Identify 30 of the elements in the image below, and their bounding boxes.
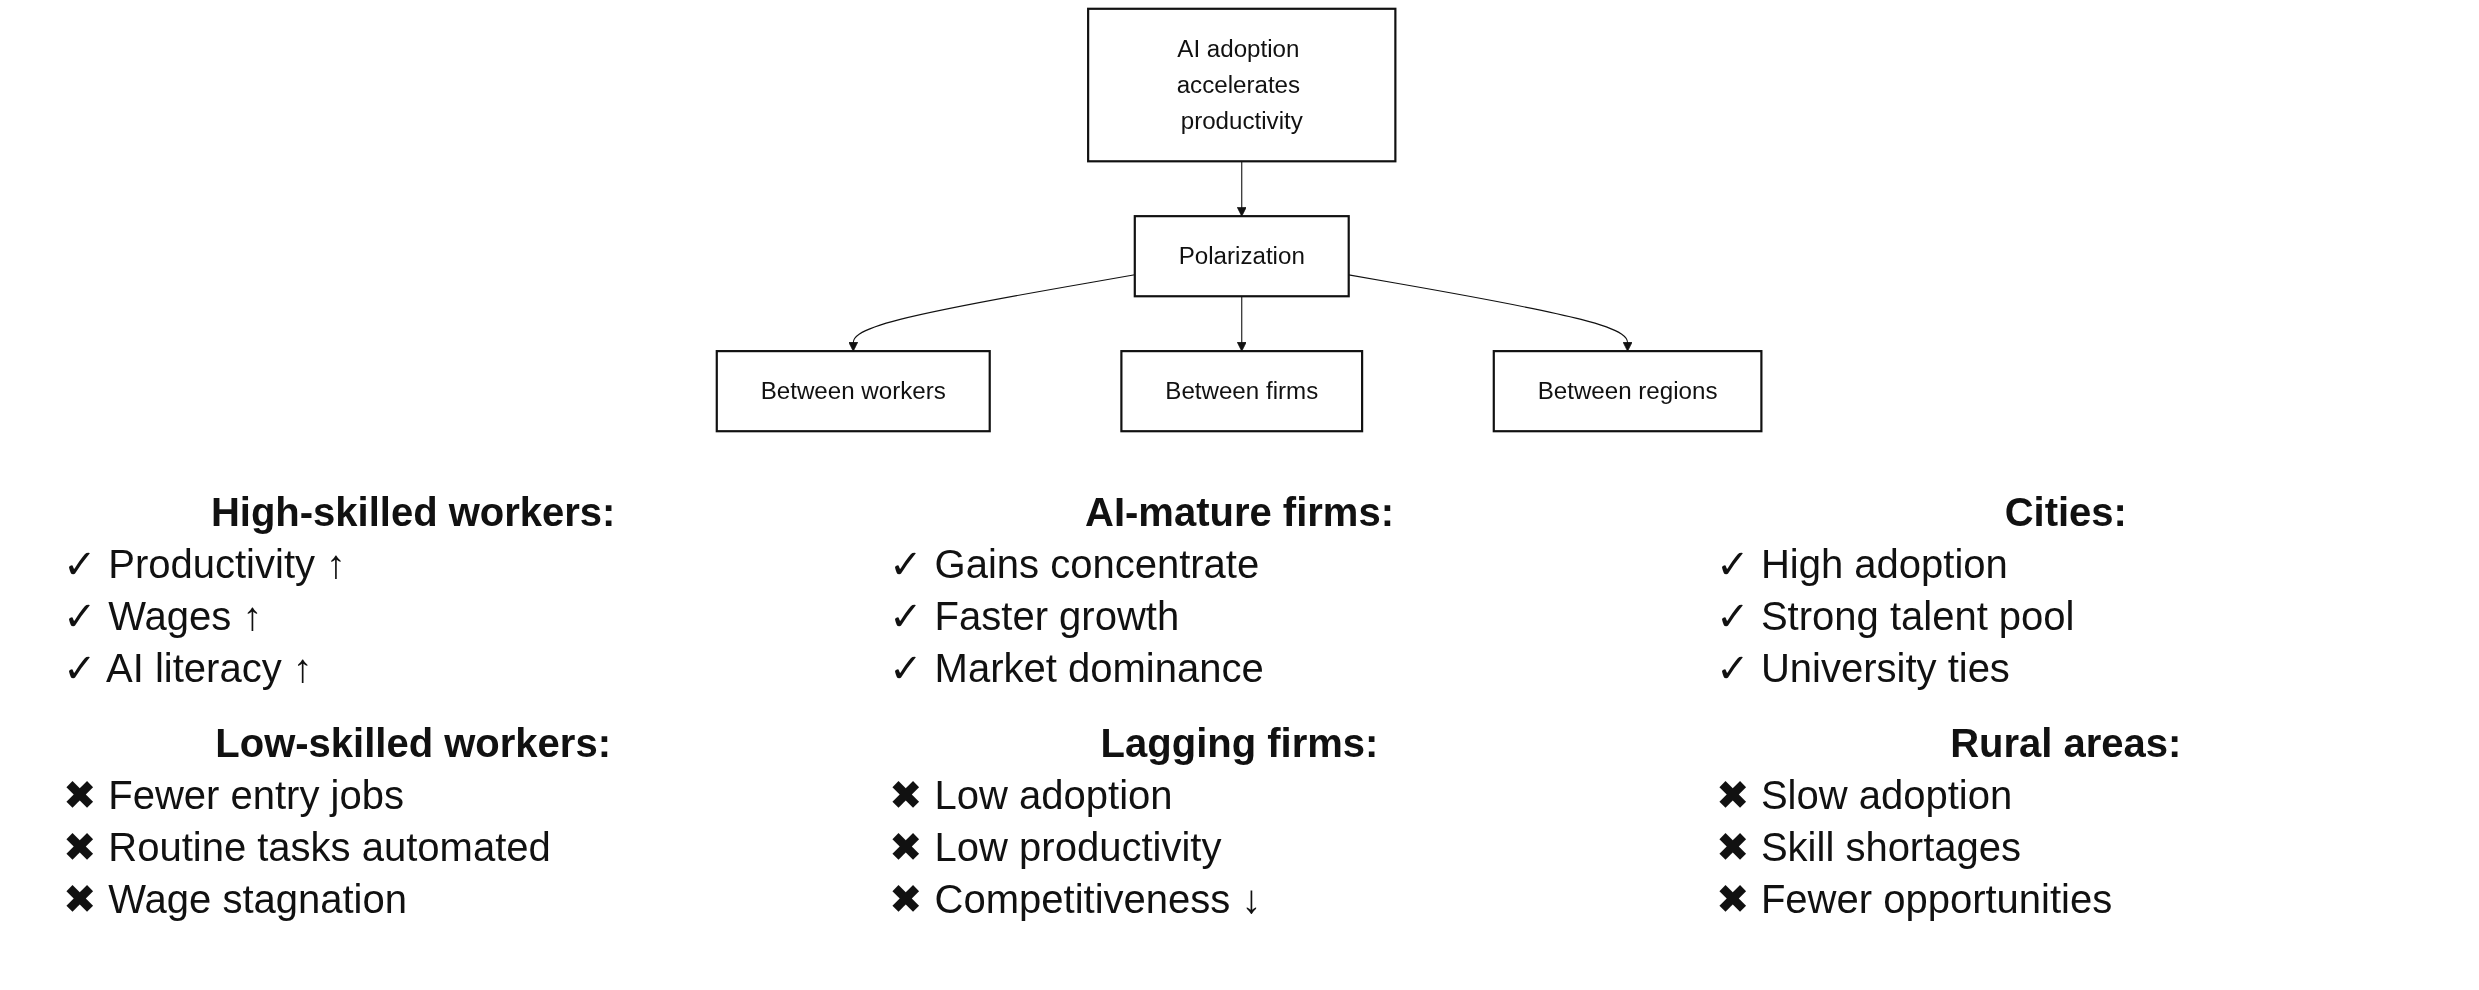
list-item: ✖ Skill shortages — [1715, 824, 2023, 870]
group-heading: Lagging firms: — [1099, 721, 1380, 766]
list-item: ✖ Low adoption — [889, 772, 1174, 818]
list-item: ✓ Strong talent pool — [1715, 593, 2076, 639]
node-box: Between firms — [1120, 350, 1364, 433]
node-box: Between regions — [1493, 350, 1763, 433]
arrow — [848, 274, 1136, 352]
list-item: ✓ AI literacy ↑ — [63, 645, 314, 691]
list-item: ✖ Fewer opportunities — [1715, 876, 2114, 922]
list-item: ✖ Wage stagnation — [63, 876, 408, 922]
group-heading: AI-mature firms: — [1084, 490, 1395, 535]
list-item: ✖ Fewer entry jobs — [63, 772, 405, 818]
list-item: ✓ University ties — [1715, 645, 2011, 691]
list-item: ✓ Gains concentrate — [889, 541, 1261, 587]
list-item: ✓ Market dominance — [889, 645, 1265, 691]
group-heading: Cities: — [2003, 490, 2128, 535]
list-item: ✖ Slow adoption — [1715, 772, 2014, 818]
list-item: ✖ Competitiveness ↓ — [889, 876, 1263, 922]
list-item: ✓ High adoption — [1715, 541, 2009, 587]
list-item: ✖ Low productivity — [889, 824, 1223, 870]
list-item: ✓ Productivity ↑ — [63, 541, 348, 587]
list-item: ✓ Wages ↑ — [63, 593, 264, 639]
node-box: Between workers — [716, 350, 992, 433]
node-box: Polarization — [1134, 215, 1351, 298]
node-box: AI adoption accelerates productivity — [1087, 7, 1397, 163]
group-heading: Low-skilled workers: — [214, 721, 612, 766]
list-item: ✓ Faster growth — [889, 593, 1181, 639]
group-heading: High-skilled workers: — [209, 490, 617, 535]
list-item: ✖ Routine tasks automated — [63, 824, 552, 870]
group-heading: Rural areas: — [1949, 721, 2183, 766]
